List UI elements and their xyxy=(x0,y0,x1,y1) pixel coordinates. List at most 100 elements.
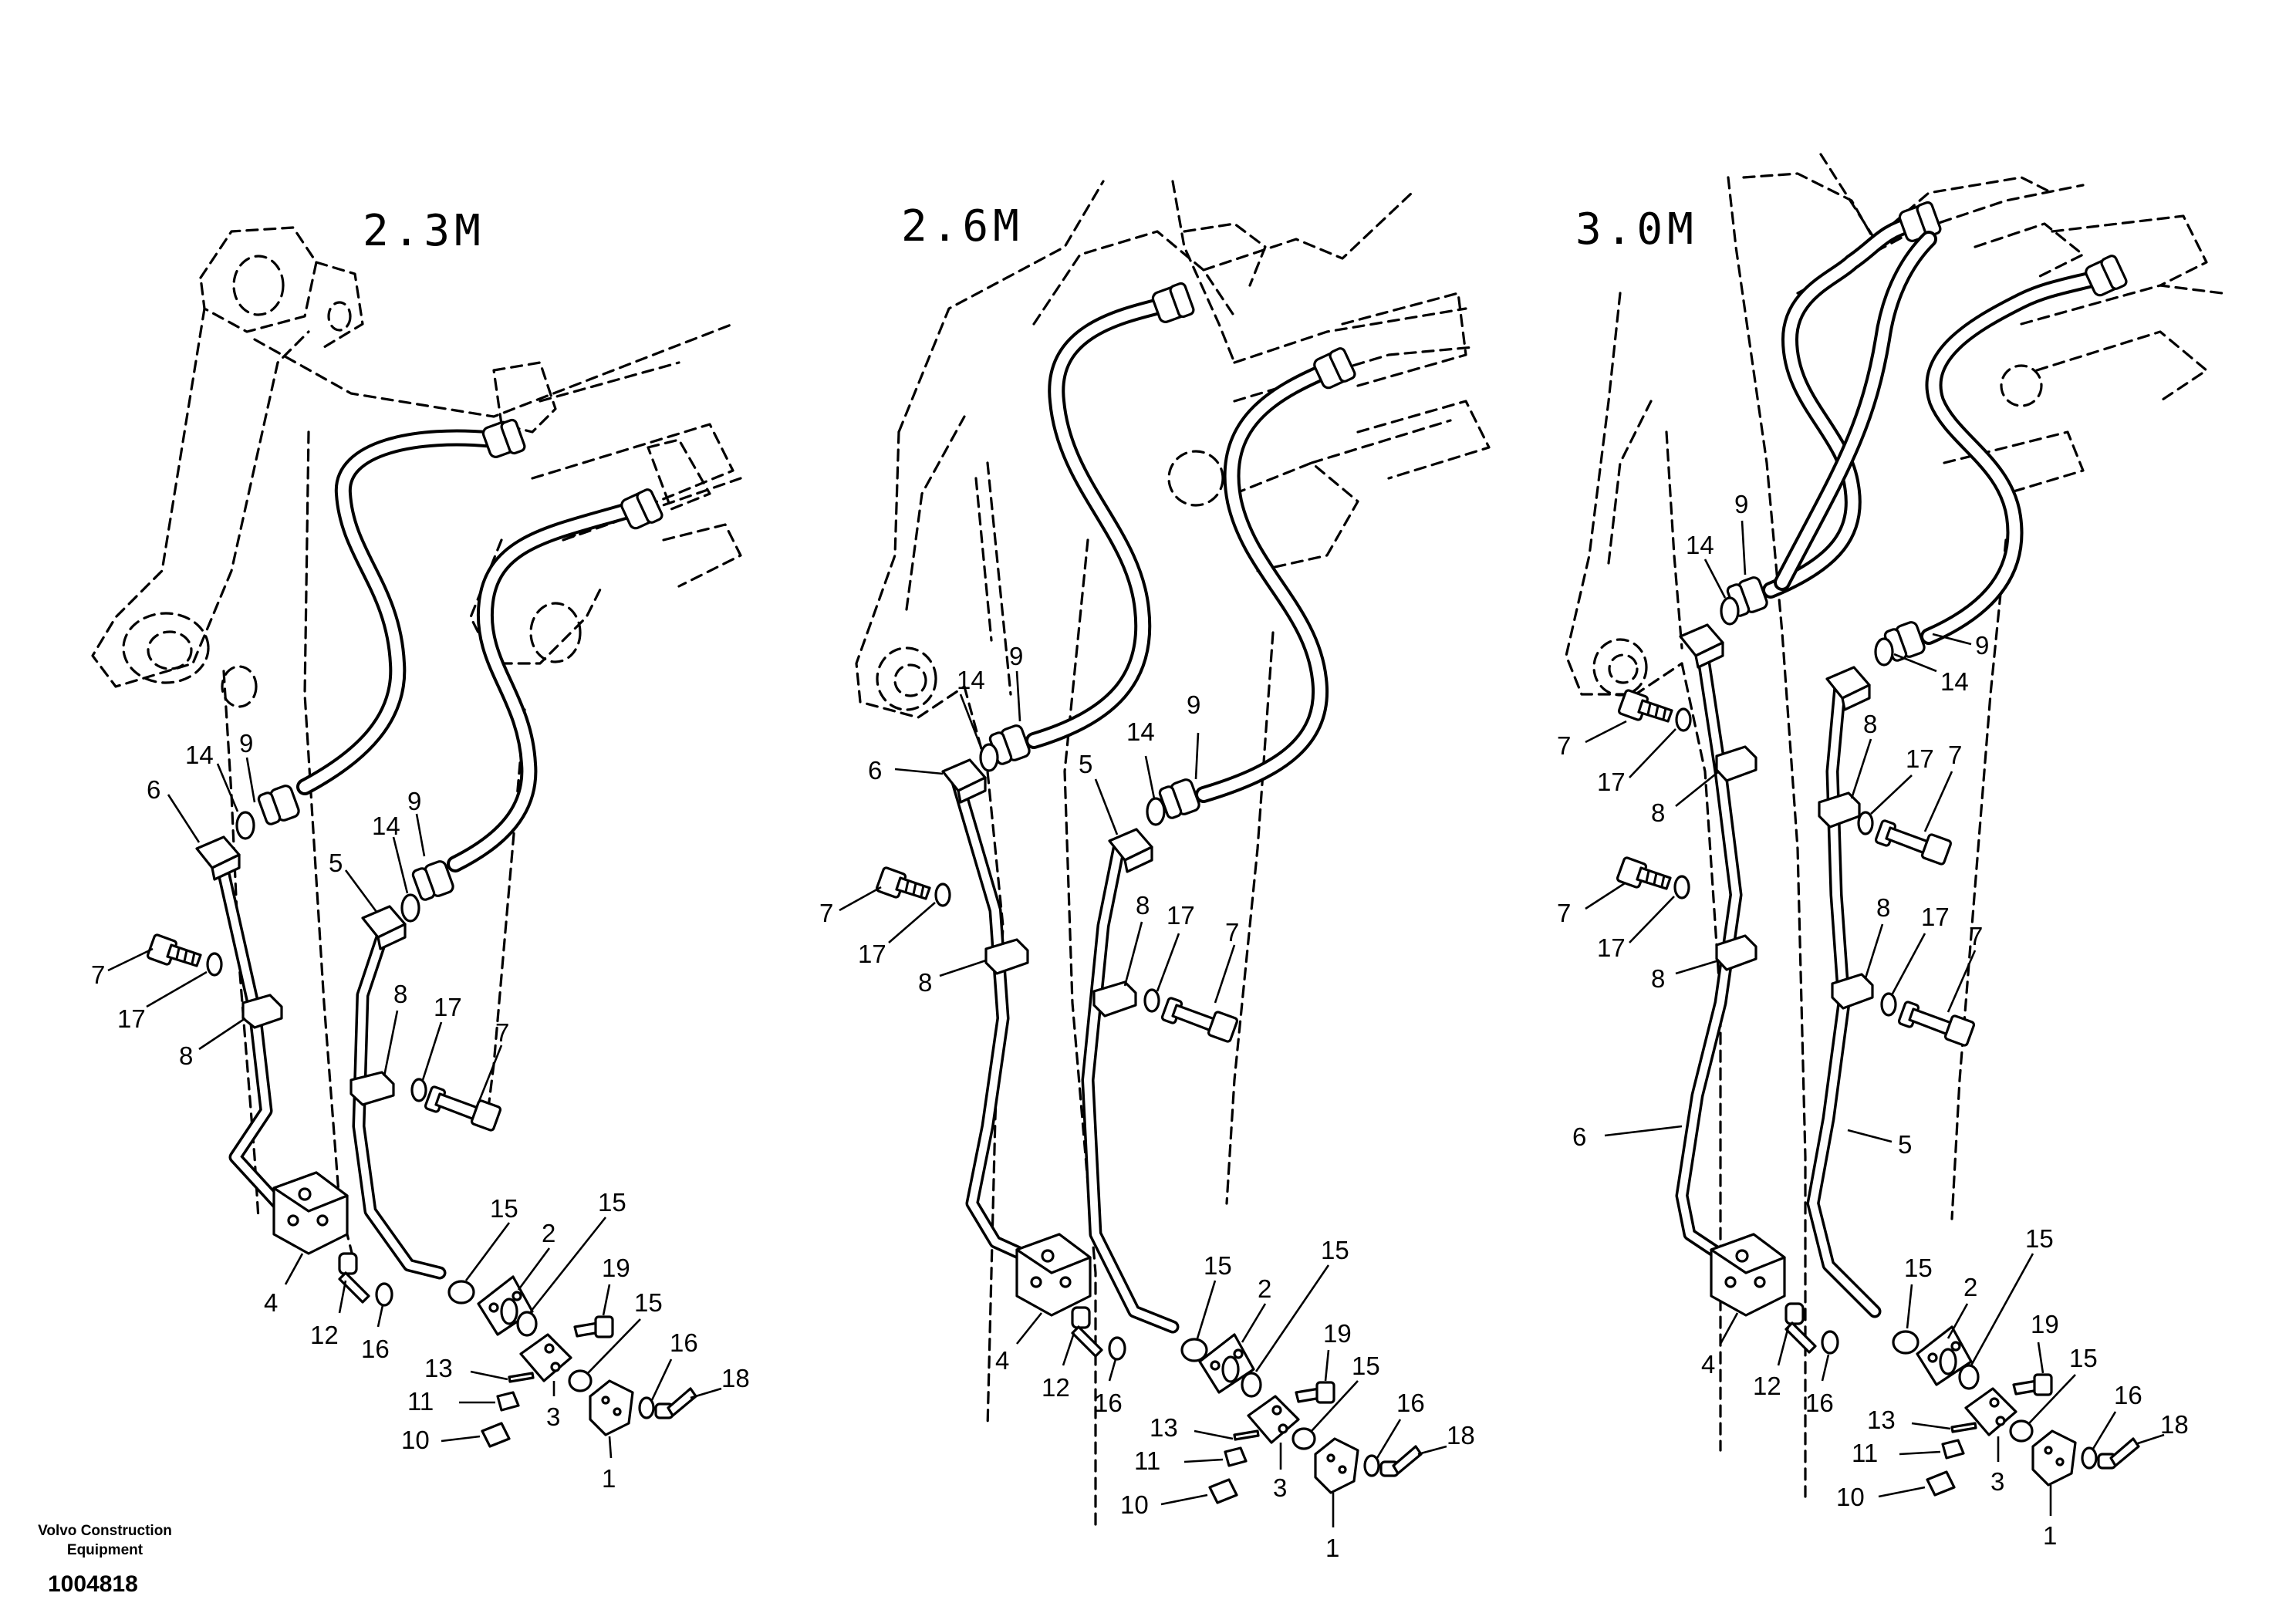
panel-3-pipe-6 xyxy=(1675,623,1743,1272)
panel-3-o-ring-14a xyxy=(1720,596,1740,626)
callout-9: 9 xyxy=(407,787,421,815)
callout-8: 8 xyxy=(179,1041,193,1070)
panel-1-o-ring-14b xyxy=(400,893,420,923)
panel-3-hose-lower xyxy=(1883,255,2128,662)
callout-14: 14 xyxy=(1126,717,1155,746)
panel-3-o-ring-14b xyxy=(1874,637,1894,667)
panel-2-plug-11 xyxy=(1224,1446,1248,1467)
callout-8: 8 xyxy=(918,968,932,997)
panel-1-callouts: 9 14 6 7 17 8 9 14 5 8 17 7 4 12 16 15 2… xyxy=(91,729,750,1493)
callout-9: 9 xyxy=(1734,490,1748,518)
callout-7: 7 xyxy=(1557,731,1571,760)
callout-13: 13 xyxy=(424,1354,453,1382)
panel-2-o-ring-15b xyxy=(1241,1372,1262,1398)
callout-17: 17 xyxy=(1167,901,1195,930)
brand-line-2: Equipment xyxy=(67,1542,144,1558)
panel-1-washer-16a xyxy=(375,1282,393,1307)
panel-3-bolt-7c xyxy=(1874,819,1953,866)
callout-18: 18 xyxy=(721,1364,750,1392)
callout-7: 7 xyxy=(1969,922,1983,950)
panel-2-pipe-5 xyxy=(1081,828,1180,1334)
callout-3: 3 xyxy=(1990,1467,2004,1496)
callout-15: 15 xyxy=(2025,1224,2054,1253)
callout-16: 16 xyxy=(1805,1389,1834,1417)
panel-2-pipe-6 xyxy=(941,758,1045,1268)
callout-7: 7 xyxy=(1557,899,1571,927)
callout-10: 10 xyxy=(1836,1483,1865,1511)
callout-10: 10 xyxy=(401,1426,430,1454)
panel-3-bolt-7a xyxy=(1617,689,1673,723)
callout-12: 12 xyxy=(310,1321,339,1349)
callout-7: 7 xyxy=(1225,918,1239,947)
callout-15: 15 xyxy=(1352,1352,1380,1380)
callout-17: 17 xyxy=(1597,768,1626,796)
panel-2-washer-17a xyxy=(934,883,951,907)
panel-3-bolt-12 xyxy=(1784,1302,1817,1354)
callout-6: 6 xyxy=(147,775,160,804)
callout-17: 17 xyxy=(1921,903,1950,931)
callout-17: 17 xyxy=(858,940,886,968)
callout-16: 16 xyxy=(670,1328,698,1357)
panel-1-seal-13 xyxy=(508,1372,535,1383)
callout-7: 7 xyxy=(819,899,833,927)
panel-title-3: 3.0M xyxy=(1575,204,1698,255)
panel-2-o-ring-15a xyxy=(1180,1338,1208,1362)
panel-1-clamp-8b xyxy=(349,1071,395,1106)
callout-12: 12 xyxy=(1042,1373,1070,1402)
panel-1-washer-17b xyxy=(410,1078,427,1102)
callout-16: 16 xyxy=(1094,1389,1123,1417)
callout-17: 17 xyxy=(1906,744,1934,773)
panel-1-bolt-19 xyxy=(573,1315,614,1338)
panel-3-washer-17a xyxy=(1675,707,1692,732)
panel-3-o-ring-15b xyxy=(1958,1364,1980,1390)
panel-2-seal-13 xyxy=(1233,1429,1260,1441)
panel-3-o-ring-15c xyxy=(2009,1419,2034,1443)
callout-13: 13 xyxy=(1867,1406,1896,1434)
panel-3-clamp-8c xyxy=(1818,791,1861,829)
panel-2-fitting-2 xyxy=(1198,1333,1255,1394)
callout-3: 3 xyxy=(546,1402,560,1431)
callout-15: 15 xyxy=(490,1194,518,1223)
panel-3-washer-17c xyxy=(1857,811,1874,835)
callout-9: 9 xyxy=(1009,642,1023,670)
callout-14: 14 xyxy=(957,666,985,694)
callout-17: 17 xyxy=(117,1004,146,1033)
callout-6: 6 xyxy=(1572,1122,1586,1151)
panel-2-o-ring-15c xyxy=(1292,1427,1316,1450)
callout-11: 11 xyxy=(1134,1446,1160,1475)
callout-14: 14 xyxy=(1686,531,1714,559)
panel-2-hose-lower xyxy=(1158,347,1356,819)
callout-12: 12 xyxy=(1753,1372,1781,1400)
callout-8: 8 xyxy=(1136,891,1150,920)
panel-3-plug-11 xyxy=(1941,1439,1965,1460)
panel-3-clamp-8a xyxy=(1715,745,1757,782)
panel-1-pipe-5 xyxy=(352,905,447,1280)
panel-1-o-ring-15b xyxy=(516,1311,538,1337)
panel-2-drawing xyxy=(855,180,1491,1529)
brand-line-1: Volvo Construction xyxy=(38,1523,172,1539)
callout-6: 6 xyxy=(868,756,882,785)
callout-14: 14 xyxy=(372,812,400,840)
callout-19: 19 xyxy=(2031,1310,2059,1338)
panel-1-hose-upper xyxy=(257,418,526,825)
callout-17: 17 xyxy=(1597,933,1626,962)
callout-14: 14 xyxy=(1940,667,1969,696)
panel-3-flange-4 xyxy=(1710,1233,1786,1317)
panel-3-bolt-7d xyxy=(1897,1001,1976,1047)
callout-8: 8 xyxy=(1651,964,1665,993)
callout-18: 18 xyxy=(2160,1410,2189,1439)
callout-5: 5 xyxy=(1079,750,1092,778)
panel-2-o-ring-14a xyxy=(979,743,999,772)
panel-3-washer-17d xyxy=(1880,992,1897,1017)
panel-1-hose-lower xyxy=(411,488,663,901)
panel-1-washer-17a xyxy=(206,952,223,977)
panel-1-flange-4 xyxy=(272,1171,349,1255)
panel-2-flange-1 xyxy=(1314,1437,1359,1494)
panel-3-fitting-3 xyxy=(1964,1387,2017,1436)
panel-2-washer-16b xyxy=(1363,1454,1380,1477)
callout-4: 4 xyxy=(995,1346,1009,1375)
callout-16: 16 xyxy=(1396,1389,1425,1417)
panel-3-washer-16b xyxy=(2081,1446,2098,1470)
callout-19: 19 xyxy=(1323,1319,1352,1348)
panel-3-washer-17b xyxy=(1673,875,1690,899)
